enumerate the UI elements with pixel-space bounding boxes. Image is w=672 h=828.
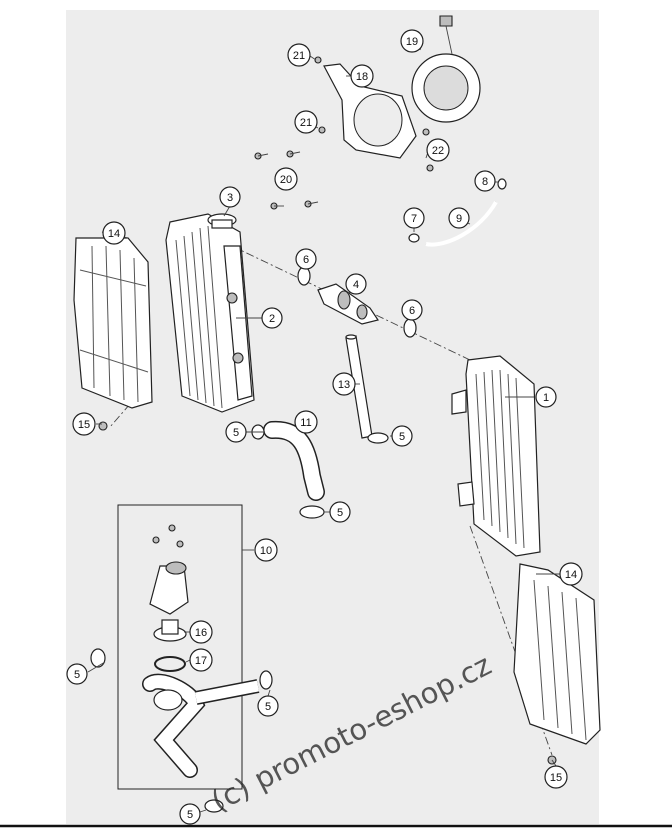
callout-4-label: 4 (353, 279, 359, 291)
callout-7: 7 (403, 207, 425, 229)
callout-8: 8 (474, 170, 496, 192)
callout-1: 1 (535, 386, 557, 408)
callout-21a: 21 (287, 43, 311, 67)
callout-17-label: 17 (195, 655, 207, 667)
callout-5f-label: 5 (187, 809, 193, 821)
radiator-hose-11 (263, 420, 325, 501)
callout-18-label: 18 (356, 71, 368, 83)
callout-9: 9 (448, 207, 470, 229)
hose-clamp-6b (403, 318, 417, 338)
callout-19: 19 (400, 29, 424, 53)
callout-21b-label: 21 (300, 117, 312, 129)
callout-13-label: 13 (338, 379, 350, 391)
hose-clamp-8 (497, 178, 507, 190)
thermostat-housing (149, 524, 189, 615)
callout-8-label: 8 (482, 176, 488, 188)
fan-bracket (323, 63, 417, 159)
callout-5a-label: 5 (399, 431, 405, 443)
lower-hose-assembly (142, 673, 260, 778)
callout-14b: 14 (559, 562, 583, 586)
callout-20: 20 (274, 167, 298, 191)
hose-clamp-7 (408, 233, 420, 243)
callout-14b-label: 14 (565, 569, 577, 581)
callout-2: 2 (261, 307, 283, 329)
callout-14a: 14 (102, 221, 126, 245)
thermostat (153, 619, 187, 642)
right-radiator (451, 355, 541, 557)
callout-11: 11 (294, 410, 318, 434)
cooling-fan (411, 15, 481, 123)
screws-20 (254, 150, 319, 210)
small-hose (425, 200, 498, 247)
hose-clamp-5f (204, 799, 224, 813)
callout-15a: 15 (72, 412, 96, 436)
callout-5c: 5 (329, 501, 351, 523)
hose-clamp-6a (297, 266, 311, 286)
hose-connector (317, 283, 379, 325)
callout-6b: 6 (401, 299, 423, 321)
hose-clamp-5e (259, 670, 273, 690)
hose-clamp-5c (299, 505, 325, 519)
callout-5d-label: 5 (74, 669, 80, 681)
screw-15-left (98, 421, 108, 431)
callout-22-label: 22 (432, 145, 444, 157)
callout-5b-label: 5 (233, 427, 239, 439)
left-radiator-guard (73, 237, 153, 409)
callout-15b-label: 15 (550, 772, 562, 784)
callout-6a: 6 (295, 248, 317, 270)
callout-2-label: 2 (269, 313, 275, 325)
callout-21b: 21 (294, 110, 318, 134)
callout-10-label: 10 (260, 545, 272, 557)
callout-3: 3 (219, 186, 241, 208)
callout-7-label: 7 (411, 213, 417, 225)
callout-9-label: 9 (456, 213, 462, 225)
callout-5c-label: 5 (337, 507, 343, 519)
callout-22: 22 (426, 138, 450, 162)
hose-clamp-5d (90, 648, 106, 668)
callout-19-label: 19 (406, 36, 418, 48)
callout-16-label: 16 (195, 627, 207, 639)
callout-5b: 5 (225, 421, 247, 443)
callout-6b-label: 6 (409, 305, 415, 317)
hose-clamp-5a (367, 432, 389, 444)
callout-21a-label: 21 (293, 50, 305, 62)
callout-5e: 5 (257, 695, 279, 717)
callout-10: 10 (254, 538, 278, 562)
screws-21-22 (314, 56, 434, 172)
callout-5e-label: 5 (265, 701, 271, 713)
callout-3-label: 3 (227, 192, 233, 204)
callout-15a-label: 15 (78, 419, 90, 431)
callout-13: 13 (332, 372, 356, 396)
callout-4: 4 (345, 273, 367, 295)
callout-6a-label: 6 (303, 254, 309, 266)
right-radiator-guard (513, 563, 601, 745)
callout-16: 16 (189, 620, 213, 644)
callout-11-label: 11 (300, 417, 311, 429)
callout-15b: 15 (544, 765, 568, 789)
callout-14a-label: 14 (108, 228, 120, 240)
callout-5a: 5 (391, 425, 413, 447)
o-ring (154, 656, 186, 672)
left-radiator (165, 213, 255, 413)
callout-17: 17 (189, 648, 213, 672)
callout-5f: 5 (179, 803, 201, 825)
thermostat-kit-frame (117, 504, 254, 790)
radiator-cap (207, 213, 237, 229)
callout-1-label: 1 (543, 392, 549, 404)
callout-20-label: 20 (280, 174, 292, 186)
callout-18: 18 (350, 64, 374, 88)
callout-5d: 5 (66, 663, 88, 685)
